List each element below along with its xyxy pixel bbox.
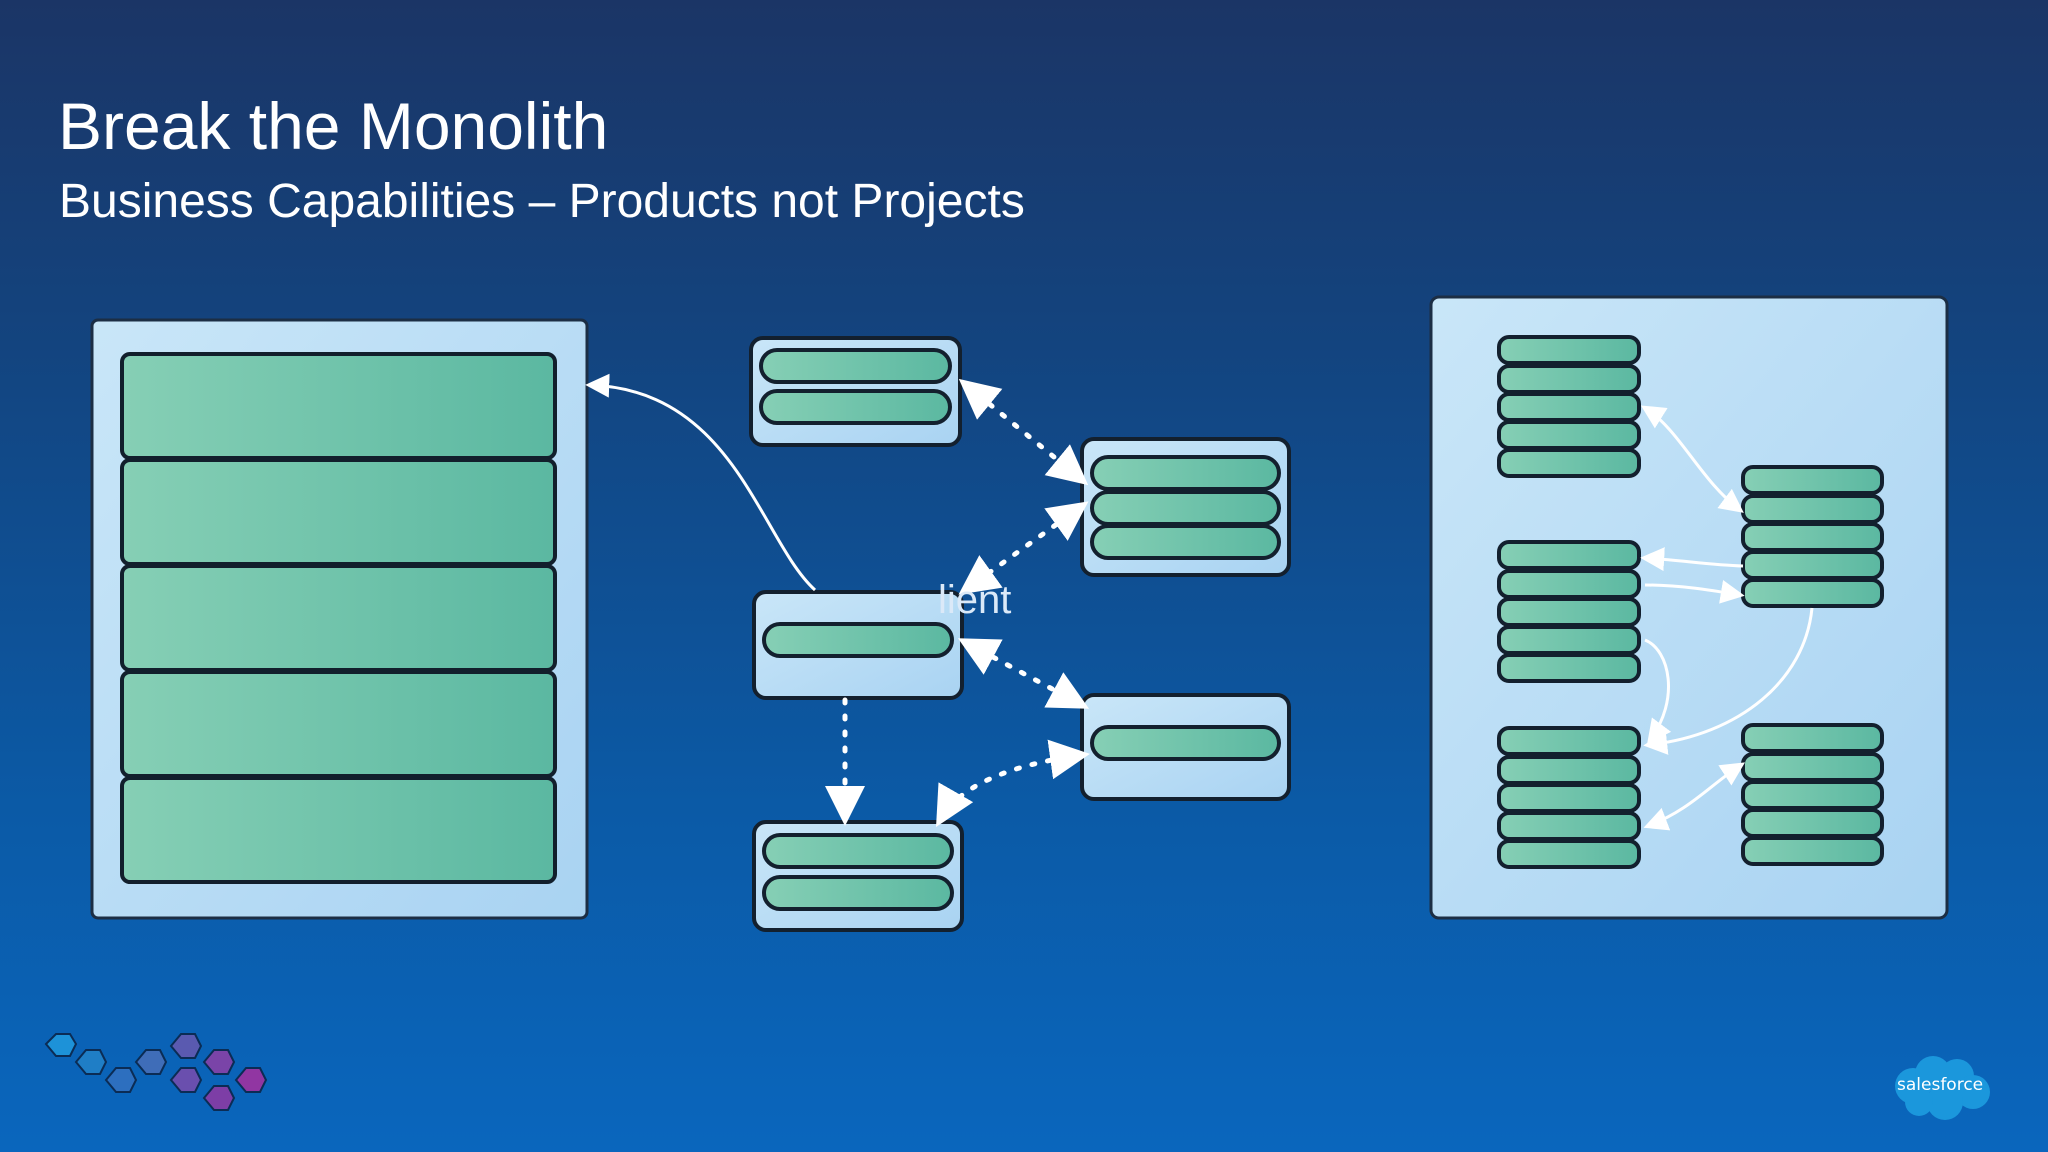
salesforce-wordmark: salesforce [1897,1075,1984,1095]
service-a [749,336,962,447]
service-d [1080,693,1291,801]
monolith-module [120,670,557,778]
platform-group-1 [1497,335,1641,478]
monolith-container [90,318,589,920]
platform-arrows [1640,405,1814,831]
platform-group-4 [1497,726,1641,869]
monolith-module [120,352,557,460]
hexagon-cluster-logo-icon [44,1033,268,1111]
monolith-module [120,776,557,884]
service-c [752,590,964,700]
platform-group-2 [1741,465,1884,608]
client-fragment-label: lient [938,578,1012,622]
service-b [1080,437,1291,577]
slide-title: Break the Monolith [58,89,609,163]
monolith-module [120,564,557,672]
platform-group-3 [1497,540,1641,683]
service-arrows [585,373,1090,827]
service-e [752,820,964,932]
platform-group-5 [1741,723,1884,866]
salesforce-cloud-logo-icon [1895,1056,1990,1120]
slide-subtitle: Business Capabilities – Products not Pro… [59,175,1025,228]
monolith-module [120,458,557,566]
